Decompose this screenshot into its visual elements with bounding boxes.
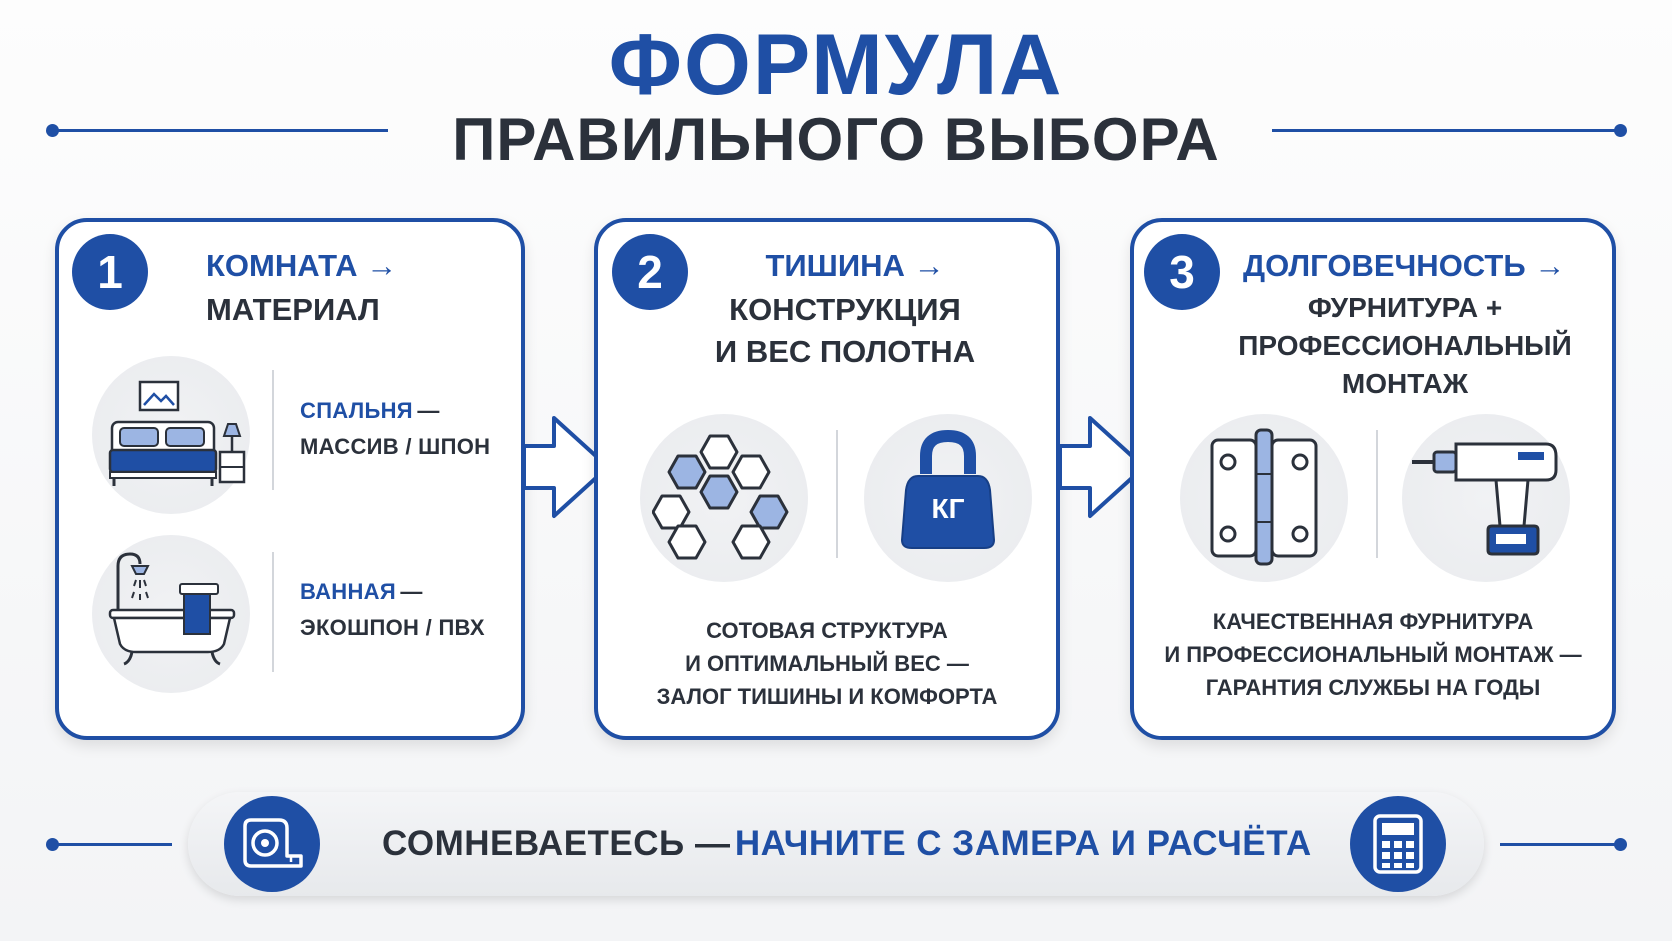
kettlebell-icon [900, 430, 996, 549]
step-number-1: 1 [72, 234, 148, 310]
step-3-caption-line-1: КАЧЕСТВЕННАЯ ФУРНИТУРА [1212, 609, 1534, 634]
cta-text: СОМНЕВАЕТЕСЬ — НАЧНИТЕ С ЗАМЕРА И РАСЧЁТ… [382, 824, 1312, 864]
item-bedroom-label: СПАЛЬНЯ [300, 398, 413, 423]
step-2-caption-line-1: СОТОВАЯ СТРУКТУРА [706, 618, 948, 643]
item-bedroom: СПАЛЬНЯ — [300, 398, 440, 424]
kettlebell-label: КГ [931, 493, 965, 524]
title-sub: ПРАВИЛЬНОГО ВЫБОРА [452, 106, 1220, 173]
step-2-heading-line-1: КОНСТРУКЦИЯ [729, 292, 961, 327]
step-number-3: 3 [1144, 234, 1220, 310]
step-arrow-2 [1058, 416, 1146, 518]
item-divider-2 [272, 552, 274, 672]
title-line-left [52, 129, 388, 132]
hinge-icon [1210, 428, 1318, 566]
bedroom-icon [108, 380, 246, 486]
step-2-caption-line-2: И ОПТИМАЛЬНЫЙ ВЕС — [685, 651, 969, 676]
item-bathroom-value: ЭКОШПОН / ПВХ [300, 615, 485, 640]
banner-line-right-dot [1614, 838, 1627, 851]
cta-text-dark: СОМНЕВАЕТЕСЬ — [382, 824, 731, 863]
tape-measure-icon [243, 818, 303, 868]
drill-icon-bg [1402, 414, 1570, 582]
calculator-icon [1373, 814, 1423, 874]
item-bathroom-sep: — [400, 579, 423, 604]
icon-divider-2 [836, 430, 838, 558]
title-main: ФОРМУЛА [608, 17, 1064, 113]
item-bathroom-label: ВАННАЯ [300, 579, 396, 604]
item-bedroom-value: МАССИВ / ШПОН [300, 434, 491, 459]
honeycomb-icon [652, 434, 789, 560]
step-arrow-1 [522, 416, 610, 518]
cta-text-blue: НАЧНИТЕ С ЗАМЕРА И РАСЧЁТА [734, 824, 1312, 863]
title-line-right [1272, 129, 1620, 132]
drill-icon [1412, 442, 1558, 556]
step-1-heading-accent: КОМНАТА → [206, 248, 398, 283]
item-divider-1 [272, 370, 274, 490]
step-3-heading-line-1: ФУРНИТУРА + [1307, 292, 1503, 323]
step-2-heading-accent: ТИШИНА → [765, 248, 945, 283]
bathroom-icon [108, 552, 236, 666]
step-2-heading-line-2: И ВЕС ПОЛОТНА [714, 334, 976, 369]
icon-divider-3 [1376, 430, 1378, 558]
banner-line-left [52, 843, 172, 846]
step-3-caption-line-2: И ПРОФЕССИОНАЛЬНЫЙ МОНТАЖ — [1164, 642, 1582, 667]
step-number-2: 2 [612, 234, 688, 310]
step-3-caption-line-3: ГАРАНТИЯ СЛУЖБЫ НА ГОДЫ [1205, 675, 1541, 700]
tape-measure-button [224, 796, 320, 892]
step-1-heading-line: МАТЕРИАЛ [206, 292, 380, 327]
step-3-heading-accent: ДОЛГОВЕЧНОСТЬ → [1243, 248, 1566, 283]
step-2-caption-line-3: ЗАЛОГ ТИШИНЫ И КОМФОРТА [656, 684, 998, 709]
item-bathroom: ВАННАЯ — [300, 579, 423, 605]
step-3-heading-line-2: ПРОФЕССИОНАЛЬНЫЙ [1238, 330, 1572, 361]
title-line-right-dot [1614, 124, 1627, 137]
calculator-button [1350, 796, 1446, 892]
cta-banner [188, 792, 1484, 896]
item-bedroom-sep: — [417, 398, 440, 423]
step-3-heading-line-3: МОНТАЖ [1341, 368, 1469, 399]
banner-line-right [1500, 843, 1620, 846]
